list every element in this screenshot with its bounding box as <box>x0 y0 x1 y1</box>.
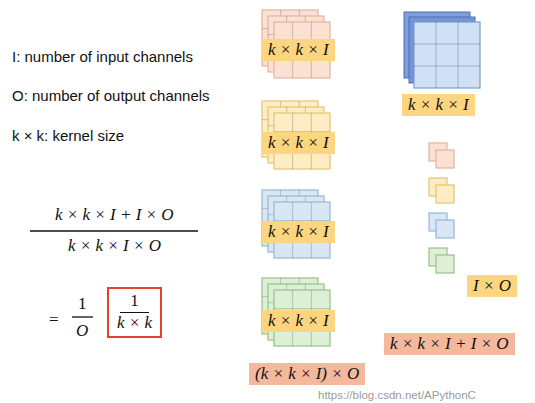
denominator: k × k <box>117 313 152 333</box>
dimension-text: k × k × I <box>408 95 469 115</box>
definition: I: number of input channels <box>12 48 193 66</box>
dimension-tag: I × O <box>467 275 517 297</box>
definition: k × k: kernel size <box>12 127 124 145</box>
dimension-tag: k × k × I + I × O <box>384 333 515 355</box>
pointwise-kernel <box>436 150 454 168</box>
pointwise-kernel <box>436 185 454 203</box>
dimension-text: k × k × I <box>268 311 329 331</box>
dimension-text: (k × k × I) × O <box>255 364 359 384</box>
dimension-text: k × k × I <box>268 40 329 60</box>
highlight-box: 1k × k <box>107 287 162 338</box>
dimension-tag: k × k × I <box>262 310 335 332</box>
kernel-layer <box>414 22 480 88</box>
dimension-tag: k × k × I <box>262 221 335 243</box>
formula-term: 1 <box>78 294 87 314</box>
fraction-bar <box>30 230 198 231</box>
dimension-tag: k × k × I <box>262 39 335 61</box>
formula-term: O <box>76 321 88 341</box>
dimension-text: k × k × I + I × O <box>390 334 509 354</box>
pointwise-kernel <box>436 220 454 238</box>
dimension-text: k × k × I <box>268 133 329 153</box>
dimension-text: I × O <box>473 276 511 296</box>
dimension-tag: k × k × I <box>262 132 335 154</box>
dimension-tag: k × k × I <box>402 94 475 116</box>
definition: O: number of output channels <box>12 87 210 105</box>
formula-term: k × k × I + I × O <box>55 205 174 225</box>
dimension-tag: (k × k × I) × O <box>249 363 365 385</box>
fraction-bar <box>72 316 93 317</box>
watermark: https://blog.csdn.net/APythonC <box>318 389 476 403</box>
pointwise-kernel <box>436 255 454 273</box>
numerator: 1 <box>120 291 149 313</box>
dimension-text: k × k × I <box>268 222 329 242</box>
formula-term: k × k × I × O <box>68 236 161 256</box>
formula-term: = <box>49 310 59 330</box>
kernel-grid <box>414 22 480 88</box>
